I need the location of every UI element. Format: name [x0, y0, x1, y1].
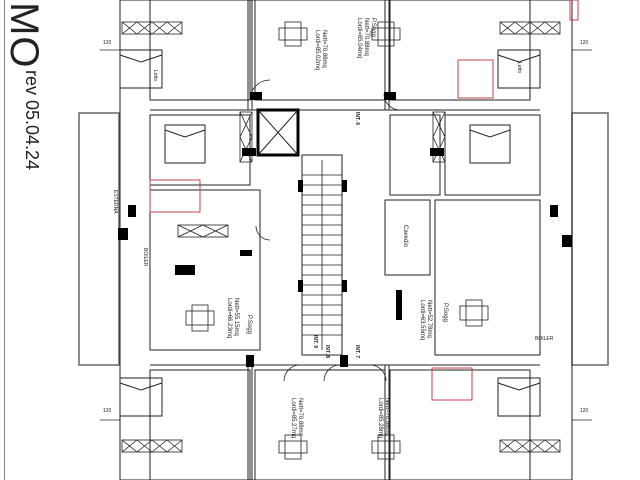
- external-unit-label: ESTERNA: [112, 190, 118, 214]
- stair-label-8: INT. 8: [324, 345, 330, 359]
- boiler-label-right: BOILER: [535, 336, 554, 342]
- room-label-bottom-right: Nett=70.88mq Lordi=85.28mq: [377, 398, 390, 439]
- dim-120-top-left: 120: [103, 40, 112, 46]
- room-label-bottom-left: Nett=70.88mq Lordi=85.27mq: [290, 398, 303, 439]
- sheet-border: [4, 0, 5, 480]
- room-label-mid-right: Nett=52.78mq Lordi=63.55mq: [419, 300, 432, 341]
- stair-label-6: INT. 6: [354, 112, 360, 126]
- dim-120-bottom-right: 120: [580, 408, 589, 414]
- boiler-label-left: BOILER: [142, 248, 148, 267]
- room-name-mid-right: P.Sogg: [442, 303, 448, 322]
- dim-120-bottom-left: 120: [103, 408, 112, 414]
- corridor-label: Cavedio: [402, 225, 408, 248]
- bedroom-label-top-left: Letto: [152, 70, 158, 82]
- room-label-mid-left: Nett=55.15mq Lordi=66.23mq: [226, 298, 239, 339]
- stair-label-7: INT. 7: [354, 345, 360, 359]
- stair-label-9: INT. 9: [312, 335, 318, 349]
- bedroom-label-top-right: Letto: [516, 62, 522, 74]
- room-label-top-left: Nett=70.88mq Lordi=85.02mq: [314, 30, 327, 71]
- room-name-mid-left: P.Sogg: [246, 315, 252, 334]
- room-label-top-right: P.Sogg Nett=70.88mq Lordi=85.04mq: [356, 18, 376, 59]
- dim-120-top-right: 120: [580, 40, 589, 46]
